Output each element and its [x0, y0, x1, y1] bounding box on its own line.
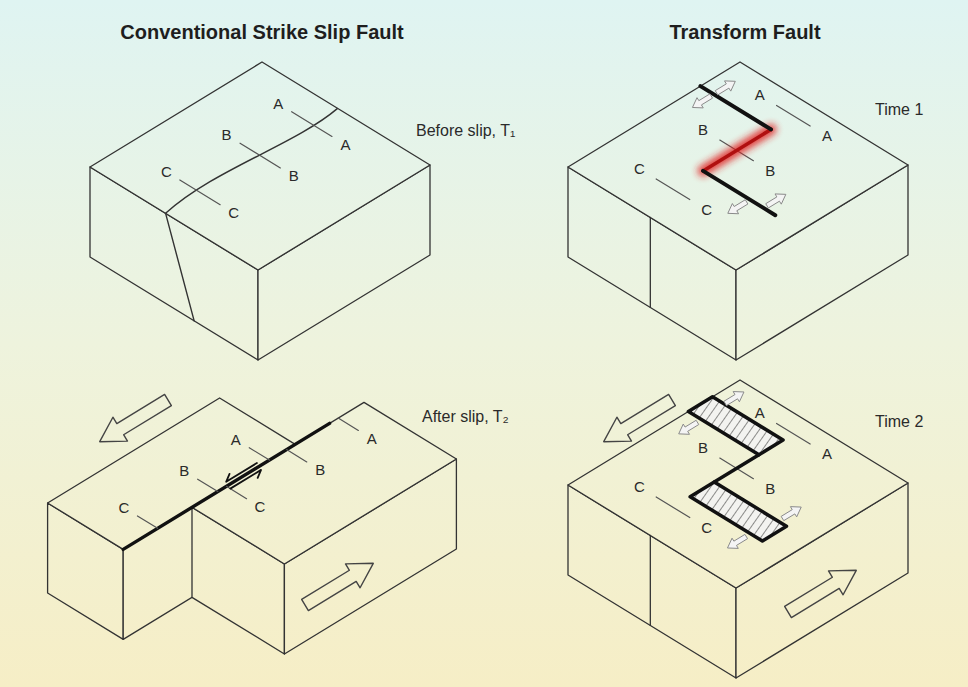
- offset-marker: [240, 143, 280, 168]
- spreading-arrow: [692, 94, 712, 108]
- marker-letter: C: [119, 499, 130, 516]
- marker-letter: A: [755, 405, 765, 422]
- marker-letter: B: [765, 162, 775, 179]
- offset-marker: [137, 516, 157, 528]
- marker-letter: A: [273, 95, 283, 112]
- marker-letter: C: [701, 201, 712, 218]
- block-top: [568, 62, 908, 270]
- stage-label: Before slip, T₁: [416, 122, 515, 140]
- spreading-arrow: [728, 200, 748, 214]
- offset-marker: [656, 497, 690, 518]
- marker-letter: B: [698, 439, 708, 456]
- marker-letter: C: [228, 204, 239, 221]
- marker-letter: C: [255, 498, 266, 515]
- marker-letter: A: [822, 128, 832, 145]
- offset-marker: [180, 180, 220, 205]
- offset-marker: [338, 418, 358, 430]
- marker-letter: A: [367, 430, 377, 447]
- marker-letter: A: [822, 446, 832, 463]
- slip-sense-arrow: [230, 470, 261, 489]
- face-line: [650, 535, 651, 625]
- motion-arrow: [604, 394, 676, 441]
- offset-marker: [226, 486, 246, 498]
- strike-slip-after: [48, 394, 457, 654]
- offset-marker: [292, 112, 332, 137]
- column-heading: Transform Fault: [669, 21, 820, 44]
- stage-label: Time 2: [875, 413, 923, 431]
- marker-letter: B: [179, 462, 189, 479]
- spreading-arrow: [781, 507, 801, 521]
- ridge-segment: [700, 86, 771, 129]
- marker-letter: C: [161, 163, 172, 180]
- offset-marker: [656, 179, 690, 200]
- marker-letter: A: [231, 431, 241, 448]
- strike-slip-before: [90, 62, 430, 360]
- transform-glow: [703, 129, 771, 170]
- spreading-arrow: [727, 534, 747, 548]
- stage-label: After slip, T₂: [422, 408, 509, 426]
- block-top: [568, 380, 908, 588]
- block-top: [90, 62, 430, 270]
- transform-time-1: [568, 62, 908, 360]
- stage-label: Time 1: [875, 101, 923, 119]
- marker-letter: B: [289, 168, 299, 185]
- ridge-segment: [703, 171, 775, 215]
- spreading-arrow: [724, 392, 744, 406]
- marker-letter: C: [634, 478, 645, 495]
- transform-segment: [714, 455, 759, 482]
- marker-letter: B: [315, 462, 325, 479]
- fault-trace: [166, 108, 338, 213]
- marker-letter: B: [698, 121, 708, 138]
- marker-letter: B: [222, 126, 232, 143]
- face-line: [650, 217, 651, 307]
- motion-arrow: [302, 563, 374, 610]
- transform-time-2: [568, 380, 908, 678]
- marker-letter: A: [340, 136, 350, 153]
- motion-arrow: [100, 394, 172, 441]
- slip-sense-arrow: [226, 463, 257, 482]
- marker-letter: A: [755, 87, 765, 104]
- offset-marker: [198, 479, 218, 491]
- offset-marker: [777, 105, 811, 126]
- marker-letter: B: [765, 480, 775, 497]
- spreading-arrow: [715, 81, 735, 95]
- spreading-arrow: [679, 420, 699, 434]
- fault-trace: [123, 423, 329, 549]
- marker-letter: C: [701, 519, 712, 536]
- motion-arrow: [785, 570, 857, 617]
- offset-marker: [249, 448, 269, 460]
- fault-trace: [166, 213, 195, 321]
- marker-letter: C: [634, 160, 645, 177]
- transform-segment: [703, 129, 771, 170]
- spreading-arrow: [766, 194, 786, 208]
- column-heading: Conventional Strike Slip Fault: [120, 21, 403, 44]
- offset-marker: [287, 450, 307, 462]
